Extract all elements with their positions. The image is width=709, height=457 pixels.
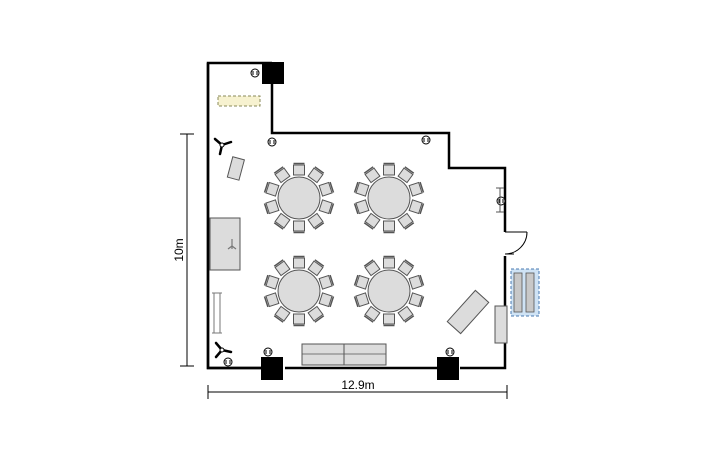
chair xyxy=(383,220,395,234)
chair xyxy=(408,292,425,308)
table-top xyxy=(277,176,321,220)
chair xyxy=(318,199,335,215)
height-dimension xyxy=(180,133,194,367)
chair xyxy=(408,274,425,290)
long-table-left xyxy=(301,343,345,366)
chair xyxy=(363,212,381,230)
chair xyxy=(353,274,370,290)
chair xyxy=(353,199,370,215)
column-top xyxy=(262,62,284,84)
chair xyxy=(307,166,325,184)
chair xyxy=(408,181,425,197)
outlet-icon xyxy=(223,357,233,367)
whiteboard-stand xyxy=(212,292,222,334)
outlet-icon xyxy=(496,196,506,206)
chair xyxy=(318,181,335,197)
outlet-icon xyxy=(445,347,455,357)
chair xyxy=(318,274,335,290)
chair xyxy=(383,313,395,327)
chair xyxy=(263,199,280,215)
chair xyxy=(397,305,415,323)
speaker-icon xyxy=(214,341,233,359)
chair xyxy=(353,292,370,308)
outlet-icon xyxy=(250,68,260,78)
chair xyxy=(273,259,291,277)
chair xyxy=(383,255,395,269)
chair xyxy=(353,181,370,197)
chair xyxy=(273,305,291,323)
table-top xyxy=(367,269,411,313)
chair xyxy=(397,166,415,184)
round-table xyxy=(263,162,335,234)
chair xyxy=(307,212,325,230)
mic-stand-icon xyxy=(227,239,237,250)
chair xyxy=(363,166,381,184)
projector-screen xyxy=(217,95,261,107)
entrance-door[interactable] xyxy=(504,231,528,255)
outlet-icon xyxy=(263,347,273,357)
chair xyxy=(263,181,280,197)
side-table xyxy=(226,156,245,181)
round-table xyxy=(353,162,425,234)
mic-stand-icon xyxy=(496,187,504,213)
chair xyxy=(293,255,305,269)
reception-desk xyxy=(510,268,540,317)
chair xyxy=(408,199,425,215)
outlet-icons xyxy=(223,68,506,367)
width-label: 12.9m xyxy=(341,378,374,392)
outlet-icon xyxy=(267,137,277,147)
chair xyxy=(307,305,325,323)
long-table-right xyxy=(343,343,387,366)
chair xyxy=(383,162,395,176)
chair xyxy=(293,162,305,176)
podium-table xyxy=(209,217,241,271)
chair xyxy=(273,212,291,230)
chair xyxy=(263,274,280,290)
table-top xyxy=(277,269,321,313)
speaker-icon xyxy=(213,137,233,156)
round-table xyxy=(263,255,335,327)
height-label: 10m xyxy=(172,238,186,261)
width-dimension xyxy=(207,385,508,399)
room-wall xyxy=(206,61,272,370)
round-table xyxy=(353,255,425,327)
outlet-icon xyxy=(421,135,431,145)
column-bottom-left xyxy=(261,357,283,380)
chair xyxy=(397,259,415,277)
chair xyxy=(263,292,280,308)
right-side-table xyxy=(494,305,508,344)
chair xyxy=(307,259,325,277)
chair xyxy=(363,259,381,277)
round-table-group xyxy=(263,162,425,327)
room-outline xyxy=(206,63,507,370)
angled-table xyxy=(446,289,490,335)
column-bottom-right xyxy=(437,357,459,380)
table-top xyxy=(367,176,411,220)
chair xyxy=(293,220,305,234)
chair xyxy=(363,305,381,323)
chair xyxy=(273,166,291,184)
chair xyxy=(318,292,335,308)
chair xyxy=(293,313,305,327)
chair xyxy=(397,212,415,230)
